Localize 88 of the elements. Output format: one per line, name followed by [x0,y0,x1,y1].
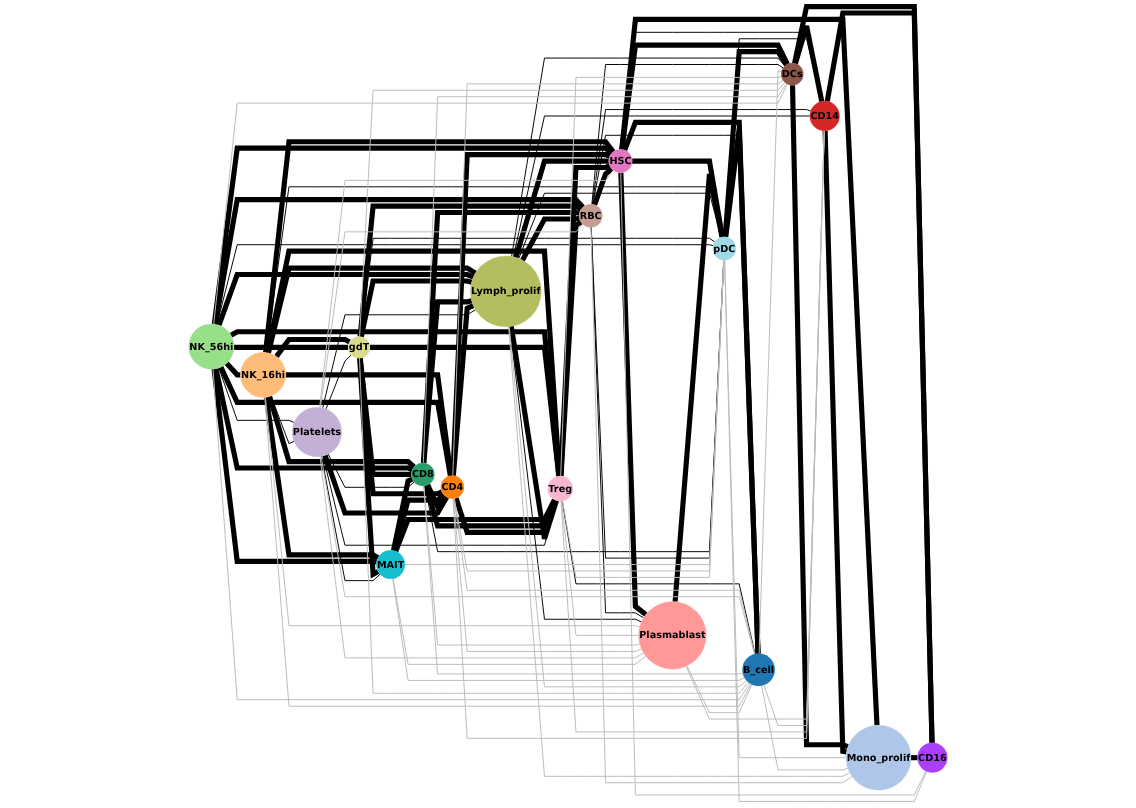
connector [270,395,295,444]
connector [508,326,747,688]
connector [359,237,716,338]
connector [561,500,640,636]
connector [591,64,784,205]
connector [359,81,786,338]
connector [509,326,642,623]
connector [618,172,648,617]
connector [560,130,825,733]
connector [212,197,585,325]
connector [423,485,744,675]
connector [319,223,584,408]
connector [212,368,751,701]
connector [263,139,616,353]
connector [264,396,752,707]
connector [452,130,825,739]
connector [792,4,935,743]
connector [824,10,935,743]
connector [420,209,580,464]
connector [619,42,790,150]
connector [392,578,647,665]
connector [558,163,611,477]
connector [359,357,749,694]
connector [561,259,725,578]
connector [218,366,453,477]
connector [325,354,352,410]
connector [619,16,880,726]
connector [216,271,475,327]
connector [233,344,349,350]
connector [319,169,614,408]
connector [425,483,448,512]
connector [393,498,557,553]
connector [392,578,745,681]
connector [622,119,761,654]
connector [453,498,756,655]
connector [560,76,782,477]
connector [512,115,811,258]
connector [508,326,559,542]
connector [357,357,443,497]
connector [423,485,641,646]
connector [450,152,611,476]
connector [229,329,562,477]
connector [211,145,614,325]
connector [591,109,812,205]
connector [789,85,849,750]
connector [265,265,477,354]
connector [518,192,722,259]
connector [758,70,782,654]
connector [672,171,725,602]
connector [357,358,380,579]
connector [327,453,415,488]
connector [558,219,583,477]
connector [723,126,761,654]
connector [686,665,753,714]
connector [822,130,849,754]
connector [358,278,473,338]
connector [357,203,583,337]
connector [561,500,756,655]
connector [620,172,927,796]
connector [320,455,755,655]
connector [724,259,928,802]
connector [452,498,642,652]
connector [592,166,614,206]
connector [761,685,849,771]
connector [264,396,641,628]
connector [267,395,416,469]
connector [511,57,786,257]
connector [213,83,788,325]
connector [224,361,241,378]
connector [369,344,562,477]
connector [265,248,562,477]
connector [321,455,381,582]
connector [213,368,414,473]
connector [211,368,377,565]
connector [421,298,473,464]
connector [513,158,609,259]
connector [322,454,449,516]
connector [216,244,714,326]
connector [520,215,580,262]
connector [265,186,723,353]
connector [792,23,825,102]
connector [319,456,645,659]
connector [263,396,380,560]
connector [322,309,476,409]
connector [218,367,295,423]
connector [391,476,414,552]
connector [508,326,851,777]
connector [274,336,351,359]
